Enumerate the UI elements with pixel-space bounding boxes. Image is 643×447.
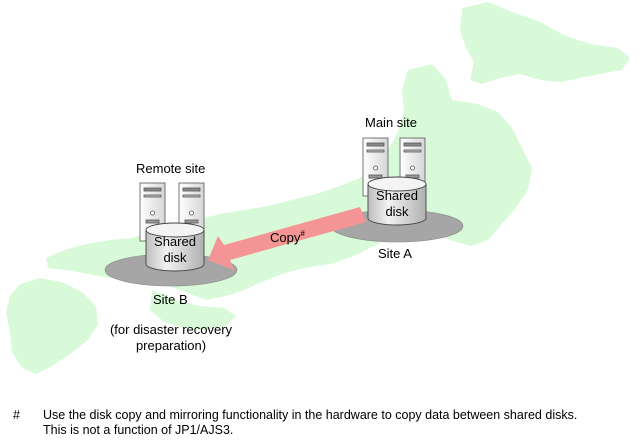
site-a-label: Site A [378, 246, 412, 261]
site-b-note: (for disaster recovery preparation) [96, 322, 246, 354]
copy-label: Copy# [270, 226, 305, 246]
site-b-shared-disk-icon [145, 222, 205, 272]
footnote-text: Use the disk copy and mirroring function… [43, 408, 643, 438]
site-a-shared-disk-label: Shared disk [368, 188, 426, 220]
remote-site-label: Remote site [136, 161, 206, 176]
land-shikoku [150, 290, 236, 330]
shared-disk-line1: Shared [154, 234, 196, 249]
site-b-shared-disk-label: Shared disk [146, 234, 204, 266]
copy-text: Copy [270, 230, 301, 245]
footnote-line2: This is not a function of JP1/AJS3. [43, 423, 234, 437]
site-b-label: Site B [153, 292, 188, 307]
shared-disk-line2: disk [163, 250, 187, 265]
land-map [6, 2, 630, 374]
site-b-note-line1: (for disaster recovery [109, 322, 233, 337]
main-site-label: Main site [365, 115, 418, 130]
shared-disk-line1: Shared [376, 188, 418, 203]
footnote-mark: # [13, 408, 20, 422]
land-hokkaido [460, 2, 630, 84]
land-kyushu [6, 278, 98, 374]
shared-disk-line2: disk [385, 204, 409, 219]
site-b-note-line2: preparation) [135, 338, 207, 353]
site-a-shared-disk-icon [367, 176, 427, 226]
copy-arrow [208, 207, 366, 270]
footnote-line1: Use the disk copy and mirroring function… [43, 408, 578, 422]
copy-footnote-mark: # [300, 229, 305, 238]
